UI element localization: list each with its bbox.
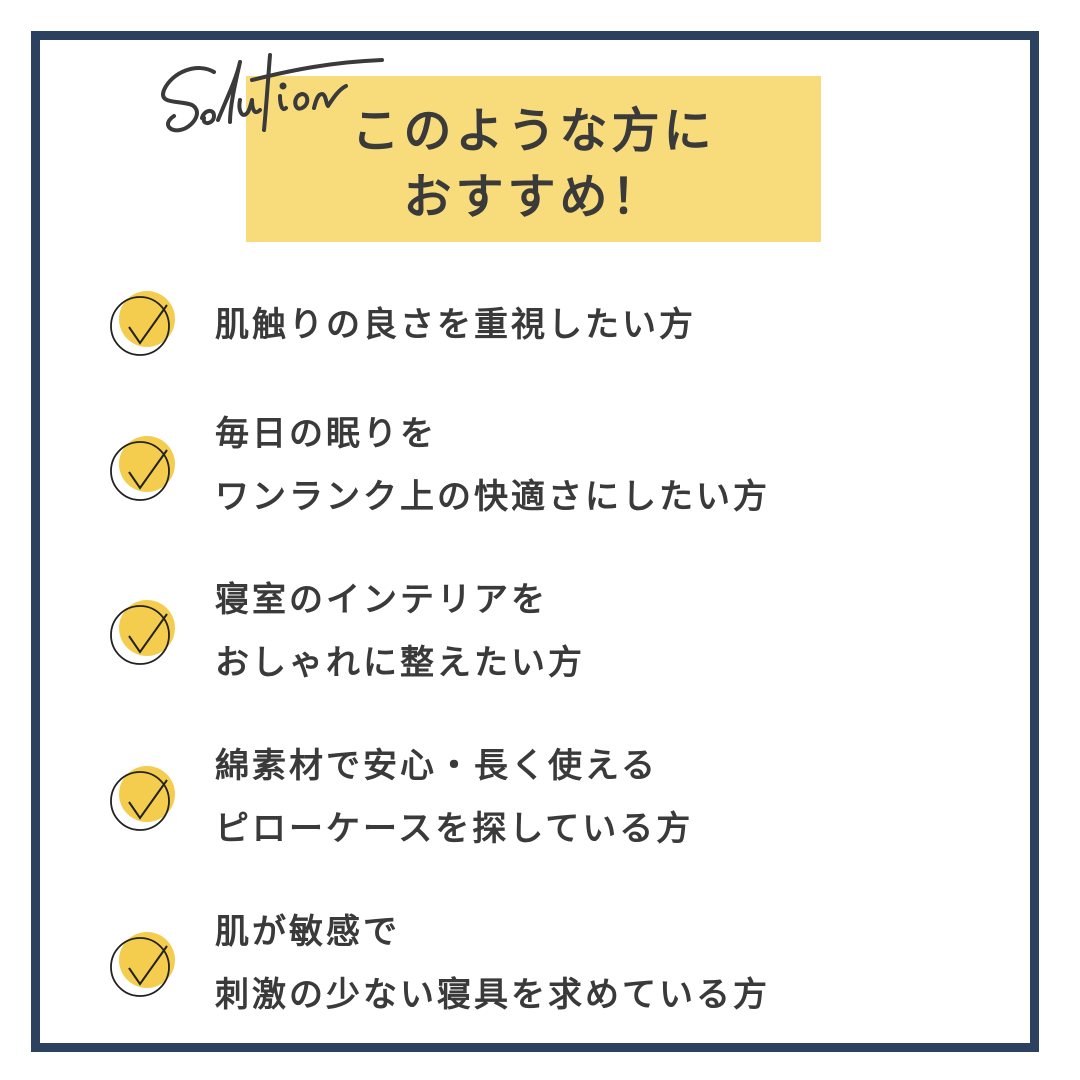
item-text-line: 毎日の眠りを <box>215 414 437 454</box>
title-highlight-box <box>246 76 821 242</box>
item-text-line: ピローケースを探している方 <box>215 809 694 849</box>
check-circle-icon <box>110 766 175 831</box>
page-title-line2: おすすめ！ <box>403 169 664 225</box>
page-title-line1: このような方に <box>351 103 716 159</box>
check-circle-icon <box>110 600 175 665</box>
item-text-line: ワンランク上の快適さにしたい方 <box>215 477 770 517</box>
item-text-line: 綿素材で安心・長く使える <box>215 746 658 786</box>
check-circle-icon <box>110 436 175 501</box>
check-circle-icon <box>110 932 175 997</box>
item-text-line: 肌が敏感で <box>215 912 400 952</box>
item-text-line: おしゃれに整えたい方 <box>215 643 585 683</box>
item-text-line: 寝室のインテリアを <box>215 580 548 620</box>
check-circle-icon <box>110 291 175 356</box>
solution-script-label: Solution <box>161 53 384 133</box>
item-text-line: 刺激の少ない寝具を求めている方 <box>215 975 770 1015</box>
item-text-line: 肌触りの良さを重視したい方 <box>215 305 696 345</box>
